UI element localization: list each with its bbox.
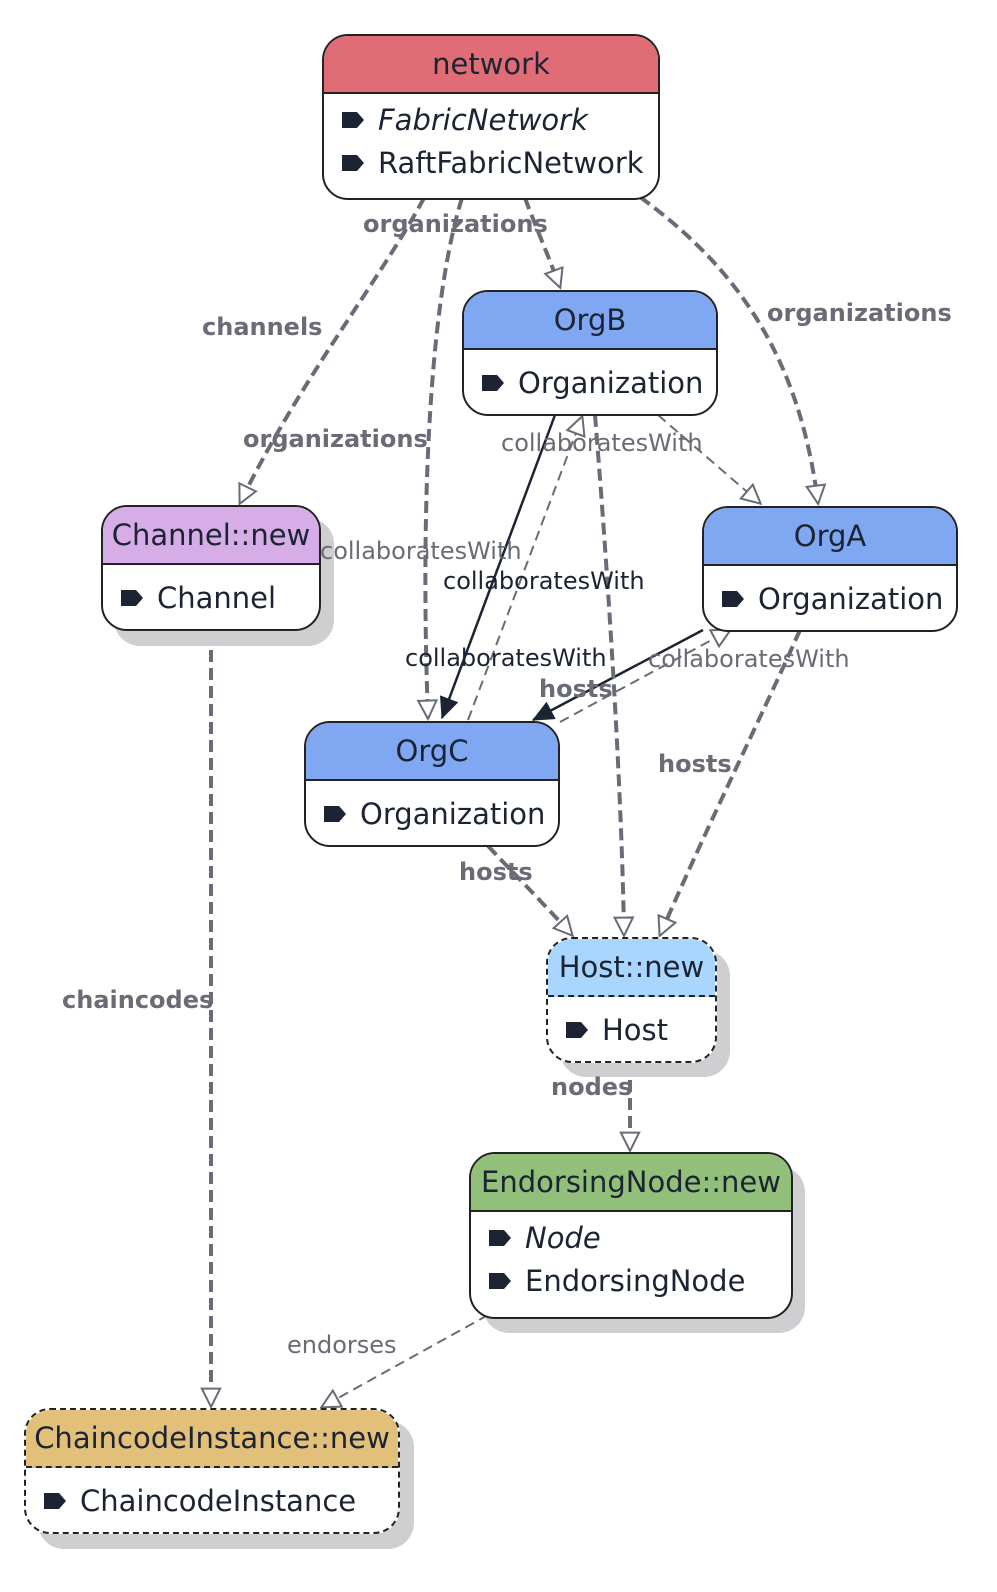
edge-label-endorses: endorses (287, 1331, 397, 1359)
edge-network-orga (638, 195, 818, 503)
tag-icon (482, 375, 504, 391)
edge-orgb-orgc-solid (440, 414, 557, 720)
edge-label-organizations-left: organizations (243, 425, 428, 453)
node-orgb-header: OrgB (464, 292, 716, 350)
edge-orga-host (660, 629, 802, 935)
edge-orgc-host (486, 844, 572, 935)
edge-label-nodes: nodes (551, 1073, 633, 1101)
node-chaincode-title: ChaincodeInstance::new (34, 1421, 390, 1455)
node-orga-title: OrgA (793, 519, 867, 553)
node-network[interactable]: network FabricNetwork RaftFabricNetwork (322, 34, 660, 200)
node-network-title: network (432, 47, 550, 81)
node-orgc-type: Organization (324, 785, 558, 843)
edge-network-channel (238, 197, 426, 503)
edge-network-orgc (425, 197, 464, 718)
edge-label-organizations-right: organizations (767, 299, 952, 327)
node-network-type-2: RaftFabricNetwork (342, 141, 658, 184)
edge-label-collab-mid: collaboratesWith (443, 567, 645, 595)
edge-label-chaincodes: chaincodes (62, 986, 214, 1014)
node-network-type-1: FabricNetwork (342, 98, 658, 141)
node-orgb-title: OrgB (553, 303, 627, 337)
tag-icon (324, 806, 346, 822)
tag-icon (489, 1272, 511, 1289)
node-channel-type: Channel (121, 569, 319, 627)
node-orgb[interactable]: OrgB Organization (462, 290, 718, 416)
tag-icon (342, 154, 364, 171)
node-orga[interactable]: OrgA Organization (702, 506, 958, 632)
node-channel[interactable]: Channel::new Channel (101, 505, 321, 631)
tag-icon (121, 590, 143, 606)
node-orgb-type: Organization (482, 354, 716, 412)
node-channel-title: Channel::new (111, 518, 311, 552)
tag-icon (566, 1022, 588, 1038)
node-chaincode-type: ChaincodeInstance (44, 1472, 398, 1530)
node-orga-type: Organization (722, 570, 956, 628)
edge-network-orgb (523, 197, 560, 287)
edge-orgc-orga-dashed (559, 630, 730, 723)
node-orga-header: OrgA (704, 508, 956, 566)
node-host[interactable]: Host::new Host (546, 937, 717, 1063)
node-endorsing-title: EndorsingNode::new (481, 1165, 781, 1199)
edge-label-collab-left: collaboratesWith (320, 537, 522, 565)
edge-label-collab-c: collaboratesWith (405, 644, 607, 672)
edge-label-collab-a: collaboratesWith (648, 645, 850, 673)
edge-label-collab-b: collaboratesWith (501, 429, 703, 457)
node-chaincode-header: ChaincodeInstance::new (26, 1410, 398, 1468)
edge-label-channels: channels (202, 313, 323, 341)
edge-orga-orgc-solid (531, 628, 704, 722)
node-orgc[interactable]: OrgC Organization (304, 721, 560, 847)
edge-label-hosts-a-c: hosts (539, 675, 613, 703)
edge-orgb-orga-dashed (657, 414, 760, 503)
node-host-title: Host::new (558, 950, 705, 984)
tag-icon (44, 1493, 66, 1509)
edge-label-hosts-c: hosts (459, 858, 533, 886)
node-host-header: Host::new (548, 939, 715, 997)
edge-orgc-orgb-dashed (467, 417, 582, 721)
node-network-header: network (324, 36, 658, 94)
node-endorsing-type-1: Node (489, 1216, 791, 1259)
node-host-type: Host (566, 1001, 715, 1059)
edge-orgb-host (593, 414, 624, 935)
edge-endorsing-chaincode (322, 1314, 489, 1407)
node-chaincode[interactable]: ChaincodeInstance::new ChaincodeInstance (24, 1408, 400, 1534)
tag-icon (722, 591, 744, 607)
tag-icon (489, 1229, 511, 1246)
node-orgc-title: OrgC (395, 734, 469, 768)
edge-label-hosts-a: hosts (658, 750, 732, 778)
node-endorsing-header: EndorsingNode::new (471, 1154, 791, 1212)
node-endorsing-type-2: EndorsingNode (489, 1259, 791, 1302)
tag-icon (342, 111, 364, 128)
node-channel-header: Channel::new (103, 507, 319, 565)
node-endorsing[interactable]: EndorsingNode::new Node EndorsingNode (469, 1152, 793, 1319)
edge-label-organizations-top: organizations (363, 210, 548, 238)
node-orgc-header: OrgC (306, 723, 558, 781)
